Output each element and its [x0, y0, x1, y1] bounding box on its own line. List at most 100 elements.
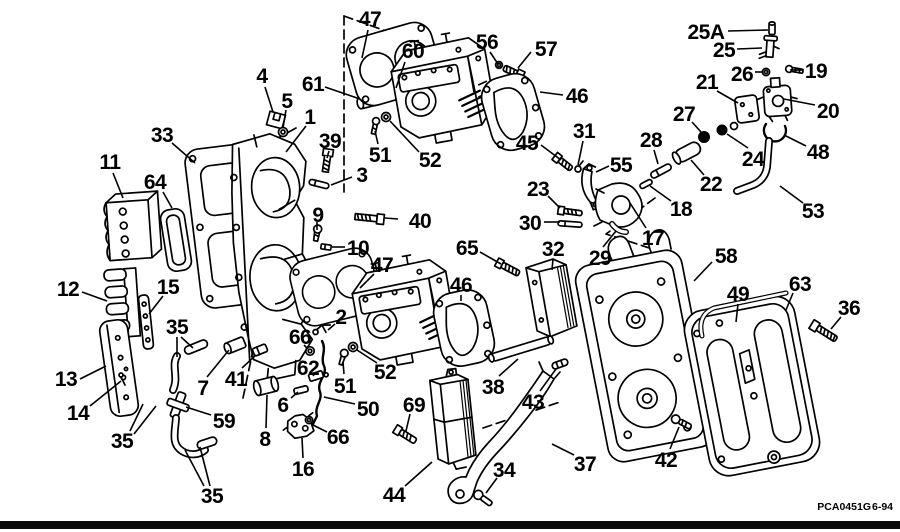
- diagram-code: PCA0451G: [817, 501, 871, 513]
- leader-line-29: [602, 230, 617, 248]
- callout-5: 5: [281, 90, 293, 113]
- leader-line-43: [539, 368, 557, 392]
- callout-10: 10: [347, 237, 369, 260]
- callout-46: 46: [450, 274, 472, 297]
- callout-55: 55: [610, 154, 633, 177]
- part-49-seal-core: [699, 291, 788, 338]
- callout-28: 28: [640, 129, 663, 152]
- leader-line-52: [389, 120, 420, 153]
- callout-1: 1: [304, 106, 316, 129]
- leader-line-25A: [727, 29, 769, 32]
- leader-line-45: [540, 144, 562, 161]
- callout-6: 6: [277, 394, 288, 417]
- part-14-screws: [118, 366, 129, 386]
- leader-line-16: [301, 437, 304, 459]
- callout-34: 34: [493, 459, 516, 482]
- leader-line-11: [112, 172, 124, 199]
- part-7-connector: [223, 336, 247, 355]
- part-26-washer: [761, 67, 771, 77]
- callout-59: 59: [213, 410, 235, 433]
- callout-47: 47: [371, 254, 393, 277]
- parts-artwork: [98, 21, 838, 507]
- leader-line-60: [395, 61, 406, 89]
- leader-line-20: [783, 98, 816, 106]
- leader-line-51: [342, 361, 345, 375]
- part-24-grommet: [716, 121, 739, 136]
- leader-line-13: [79, 365, 107, 380]
- callout-52: 52: [419, 149, 441, 172]
- leader-line-63: [785, 292, 794, 311]
- part-22-filter-body: [671, 141, 702, 165]
- leader-line-41: [241, 354, 257, 369]
- callout-19: 19: [805, 60, 827, 83]
- part-35-hose-stub: [196, 436, 218, 450]
- part-52-nut-top: [380, 111, 392, 123]
- callout-39: 39: [319, 130, 341, 153]
- leader-line-42: [669, 426, 680, 450]
- leader-line-62: [310, 371, 315, 377]
- callout-8: 8: [259, 428, 271, 451]
- callout-20: 20: [817, 100, 839, 123]
- callout-36: 36: [838, 297, 860, 320]
- callout-17: 17: [642, 227, 664, 250]
- part-13-plate: [98, 318, 140, 418]
- part-58-silencer-base: [574, 228, 716, 463]
- callout-14: 14: [67, 402, 90, 425]
- part-64-gasket: [159, 207, 193, 273]
- callout-25: 25: [713, 39, 736, 62]
- callout-35: 35: [166, 316, 189, 339]
- part-carburetor-upper: [390, 32, 496, 144]
- part-51-screw-lower: [338, 348, 349, 366]
- leader-line-47: [361, 29, 369, 59]
- callout-22: 22: [700, 173, 722, 196]
- callout-4: 4: [256, 65, 268, 88]
- callout-35: 35: [201, 485, 224, 508]
- leader-line-47: [359, 273, 375, 289]
- callout-leader-lines: [79, 29, 842, 494]
- leader-line-18: [649, 185, 672, 202]
- callout-11: 11: [99, 151, 121, 174]
- leader-line-8: [265, 394, 268, 429]
- leader-line-44: [404, 461, 433, 487]
- part-8-bushing: [252, 375, 280, 397]
- part-31-clip: [574, 160, 584, 173]
- callout-53: 53: [802, 200, 824, 223]
- part-39-screw: [321, 147, 335, 174]
- callout-46: 46: [566, 85, 588, 108]
- callout-44: 44: [383, 484, 406, 507]
- leader-line-57: [517, 51, 532, 69]
- part-38-rod: [487, 335, 555, 363]
- leader-line-36: [830, 316, 842, 330]
- callout-7: 7: [197, 377, 208, 400]
- leader-line-22: [690, 159, 705, 176]
- callout-38: 38: [482, 376, 505, 399]
- callout-40: 40: [409, 210, 431, 233]
- leader-line-35: [199, 446, 211, 487]
- part-25a-cap: [768, 21, 776, 36]
- callout-25A: 25A: [687, 21, 724, 44]
- part-36-screw: [808, 318, 838, 342]
- leader-line-35: [180, 336, 194, 349]
- callout-49: 49: [727, 283, 749, 306]
- leader-line-6: [290, 391, 299, 399]
- callout-21: 21: [696, 71, 719, 94]
- callout-66: 66: [327, 426, 349, 449]
- callout-41: 41: [225, 368, 248, 391]
- leader-line-69: [405, 413, 411, 432]
- callout-31: 31: [573, 120, 596, 143]
- callout-57: 57: [535, 38, 557, 61]
- part-30-pin: [557, 219, 583, 229]
- part-69-screw: [391, 423, 418, 444]
- leader-line-37: [551, 443, 575, 456]
- callout-62: 62: [297, 357, 319, 380]
- callout-30: 30: [519, 212, 541, 235]
- leader-line-39: [326, 150, 330, 159]
- callout-27: 27: [673, 103, 695, 126]
- leader-line-48: [783, 134, 807, 147]
- part-28-pin: [649, 163, 673, 179]
- callout-65: 65: [456, 237, 479, 260]
- callout-33: 33: [151, 124, 173, 147]
- leader-line-5: [282, 109, 287, 129]
